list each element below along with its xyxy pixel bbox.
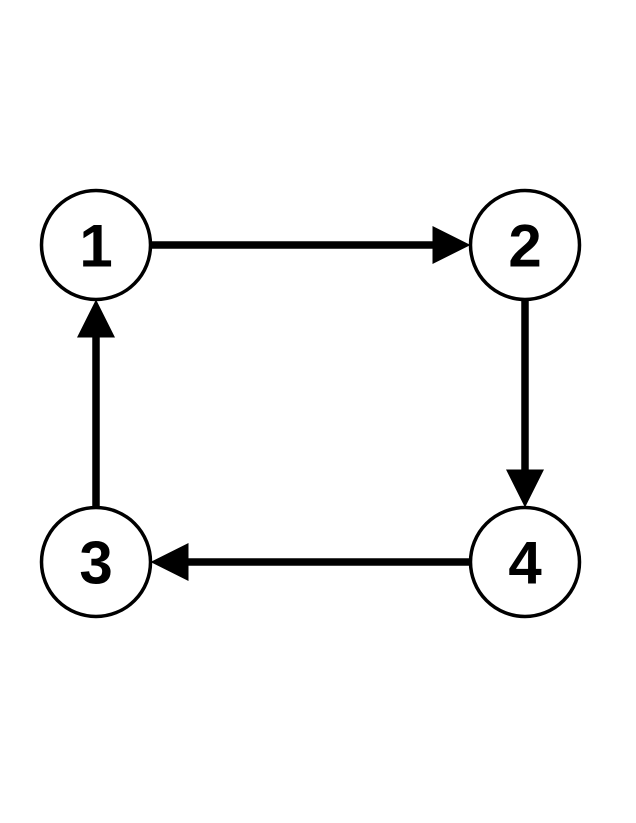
edge-2-to-4 — [506, 299, 544, 508]
node-4-circle — [468, 505, 582, 619]
node-1: 1 — [39, 188, 153, 302]
edge-4-to-3 — [150, 543, 471, 581]
node-2-circle — [468, 188, 582, 302]
node-4-label: 4 — [508, 529, 542, 596]
node-4: 4 — [468, 505, 582, 619]
node-1-circle — [39, 188, 153, 302]
arrowhead-into-1-icon — [77, 299, 115, 338]
node-1-label: 1 — [79, 212, 112, 279]
node-2: 2 — [468, 188, 582, 302]
node-2-label: 2 — [508, 212, 541, 279]
arrowhead-into-2-icon — [432, 226, 471, 264]
edge-3-to-1 — [77, 299, 115, 508]
node-3-label: 3 — [79, 529, 112, 596]
node-3: 3 — [39, 505, 153, 619]
arrowhead-into-3-icon — [150, 543, 189, 581]
edge-1-to-2 — [150, 226, 471, 264]
node-3-circle — [39, 505, 153, 619]
arrowhead-into-4-icon — [506, 469, 544, 508]
